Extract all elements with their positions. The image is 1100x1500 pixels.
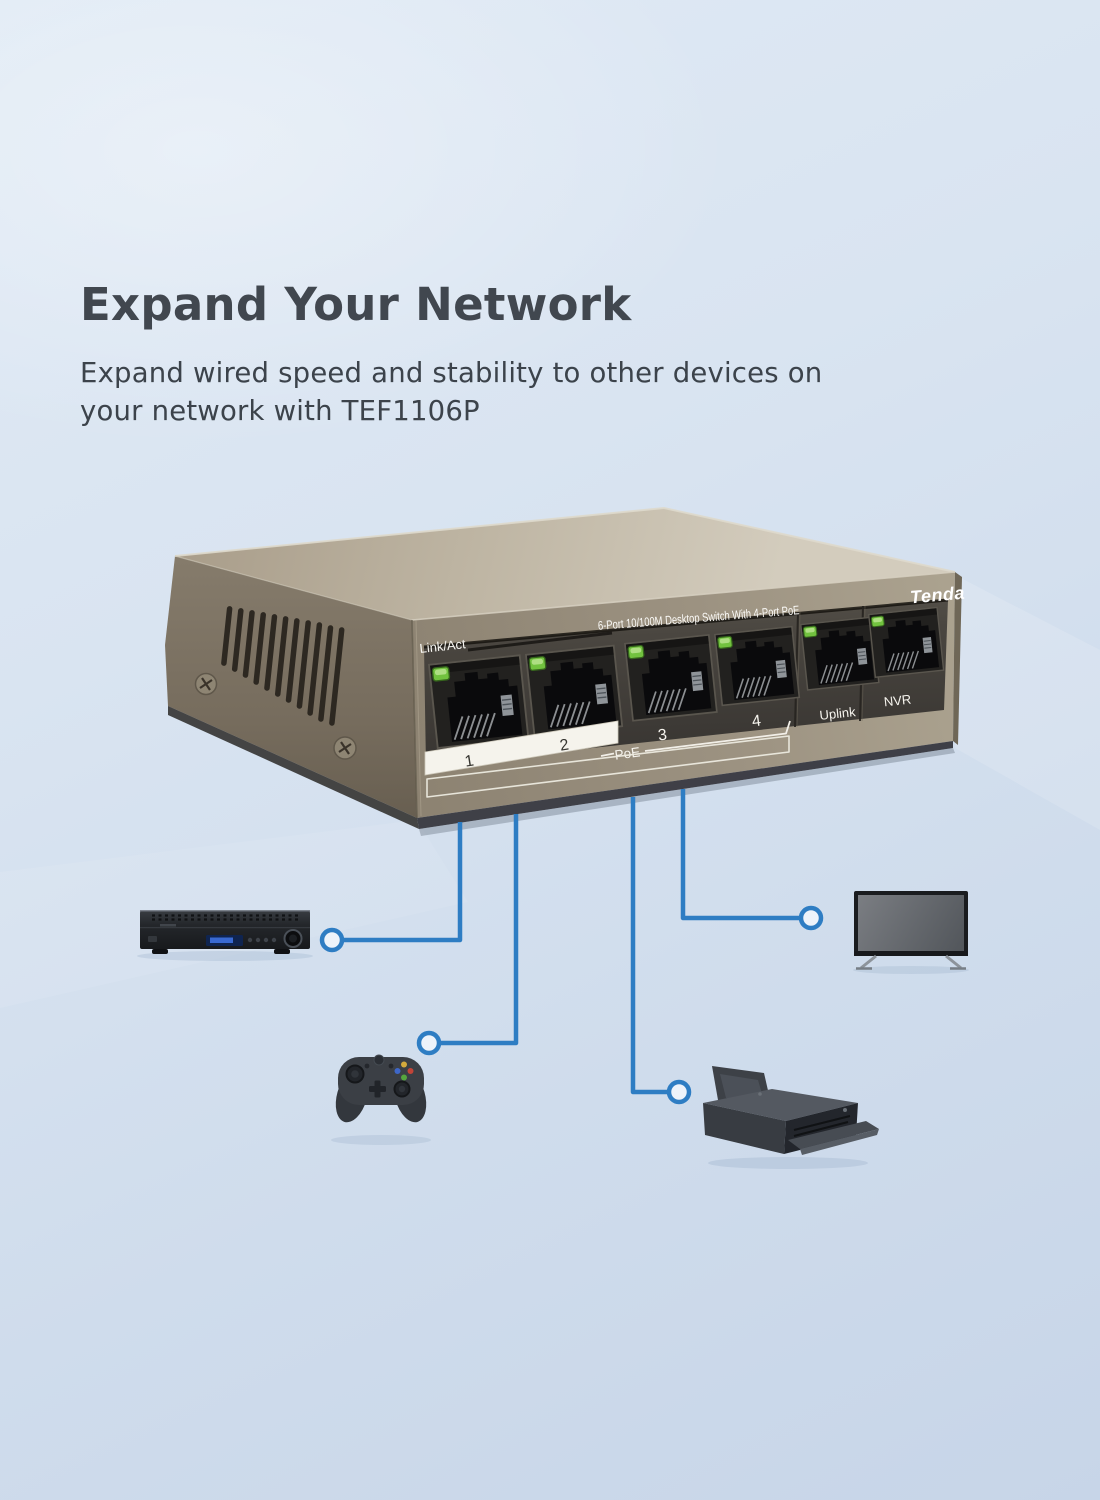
- floor-highlight-right: [955, 575, 1100, 830]
- front-left-crease: [411, 619, 418, 819]
- endpoint-node-tv: [798, 905, 824, 931]
- port-3-jack: [623, 633, 719, 723]
- endpoint-node-printer: [666, 1079, 692, 1105]
- port-4-label: 4: [751, 713, 762, 731]
- poe-dash-left: [600, 752, 615, 757]
- left-top-edge: [174, 555, 413, 621]
- tv-icon: [853, 891, 969, 974]
- uplink-port-jack: [799, 615, 881, 692]
- hero-text-block: Expand Your Network Expand wired speed a…: [80, 278, 1000, 430]
- front-groove-outline: [426, 735, 790, 798]
- network-switch: 1 2 PoE 3 4 Link/Act 6-Port 10/100M Desk…: [165, 506, 966, 836]
- port-3-label: 3: [657, 727, 668, 745]
- nvr-label: NVR: [883, 692, 912, 710]
- endpoint-node-controller: [416, 1030, 442, 1056]
- panel-groove: [467, 631, 613, 652]
- subtitle-line-1: Expand wired speed and stability to othe…: [80, 357, 823, 389]
- port-label-strip: [424, 720, 619, 776]
- switch-right-edge: [953, 572, 962, 745]
- subtitle-line-2: your network with TEF1106P: [80, 394, 480, 427]
- printer-icon: [703, 1066, 879, 1169]
- connection-line-recorder: [344, 822, 463, 943]
- nvr-recorder-icon: [137, 910, 313, 961]
- top-back-edge: [174, 506, 956, 573]
- page-subtitle: Expand wired speed and stability to othe…: [80, 355, 1000, 430]
- game-controller-icon: [331, 1054, 431, 1145]
- connection-line-printer: [630, 797, 667, 1095]
- connection-line-tv: [680, 789, 799, 921]
- link-act-label: Link/Act: [419, 636, 467, 656]
- uplink-label: Uplink: [819, 704, 857, 723]
- panel-top-bevel: [423, 598, 949, 649]
- endpoint-node-recorder: [319, 927, 345, 953]
- action-buttons: [394, 1061, 414, 1081]
- screw-icon: [194, 672, 218, 696]
- front-left-crease-highlight: [415, 619, 422, 817]
- port-1-jack: [427, 653, 531, 751]
- port-4-jack: [713, 624, 801, 708]
- port-2-label: 2: [559, 736, 571, 754]
- front-top-edge: [411, 571, 956, 621]
- dpad: [369, 1080, 386, 1098]
- printer-output-slot: [793, 1115, 851, 1137]
- connection-line-controller: [441, 814, 519, 1046]
- base-shadow-left: [168, 706, 419, 829]
- screw-icon: [333, 736, 357, 760]
- connection-lines: [319, 789, 824, 1105]
- page-title: Expand Your Network: [80, 278, 632, 331]
- base-shadow-soft: [419, 748, 955, 836]
- panel-seam-1-light: [796, 611, 801, 728]
- poe-label: PoE: [614, 744, 641, 762]
- nvr-port-jack: [867, 605, 946, 679]
- brand-logo: Tenda: [909, 583, 965, 608]
- switch-top-face: [175, 508, 955, 620]
- tv-legs: [860, 954, 962, 970]
- port-1-label: 1: [464, 752, 476, 770]
- side-vents: [221, 606, 345, 726]
- base-shadow-front: [417, 741, 953, 829]
- poe-bracket: [644, 720, 791, 752]
